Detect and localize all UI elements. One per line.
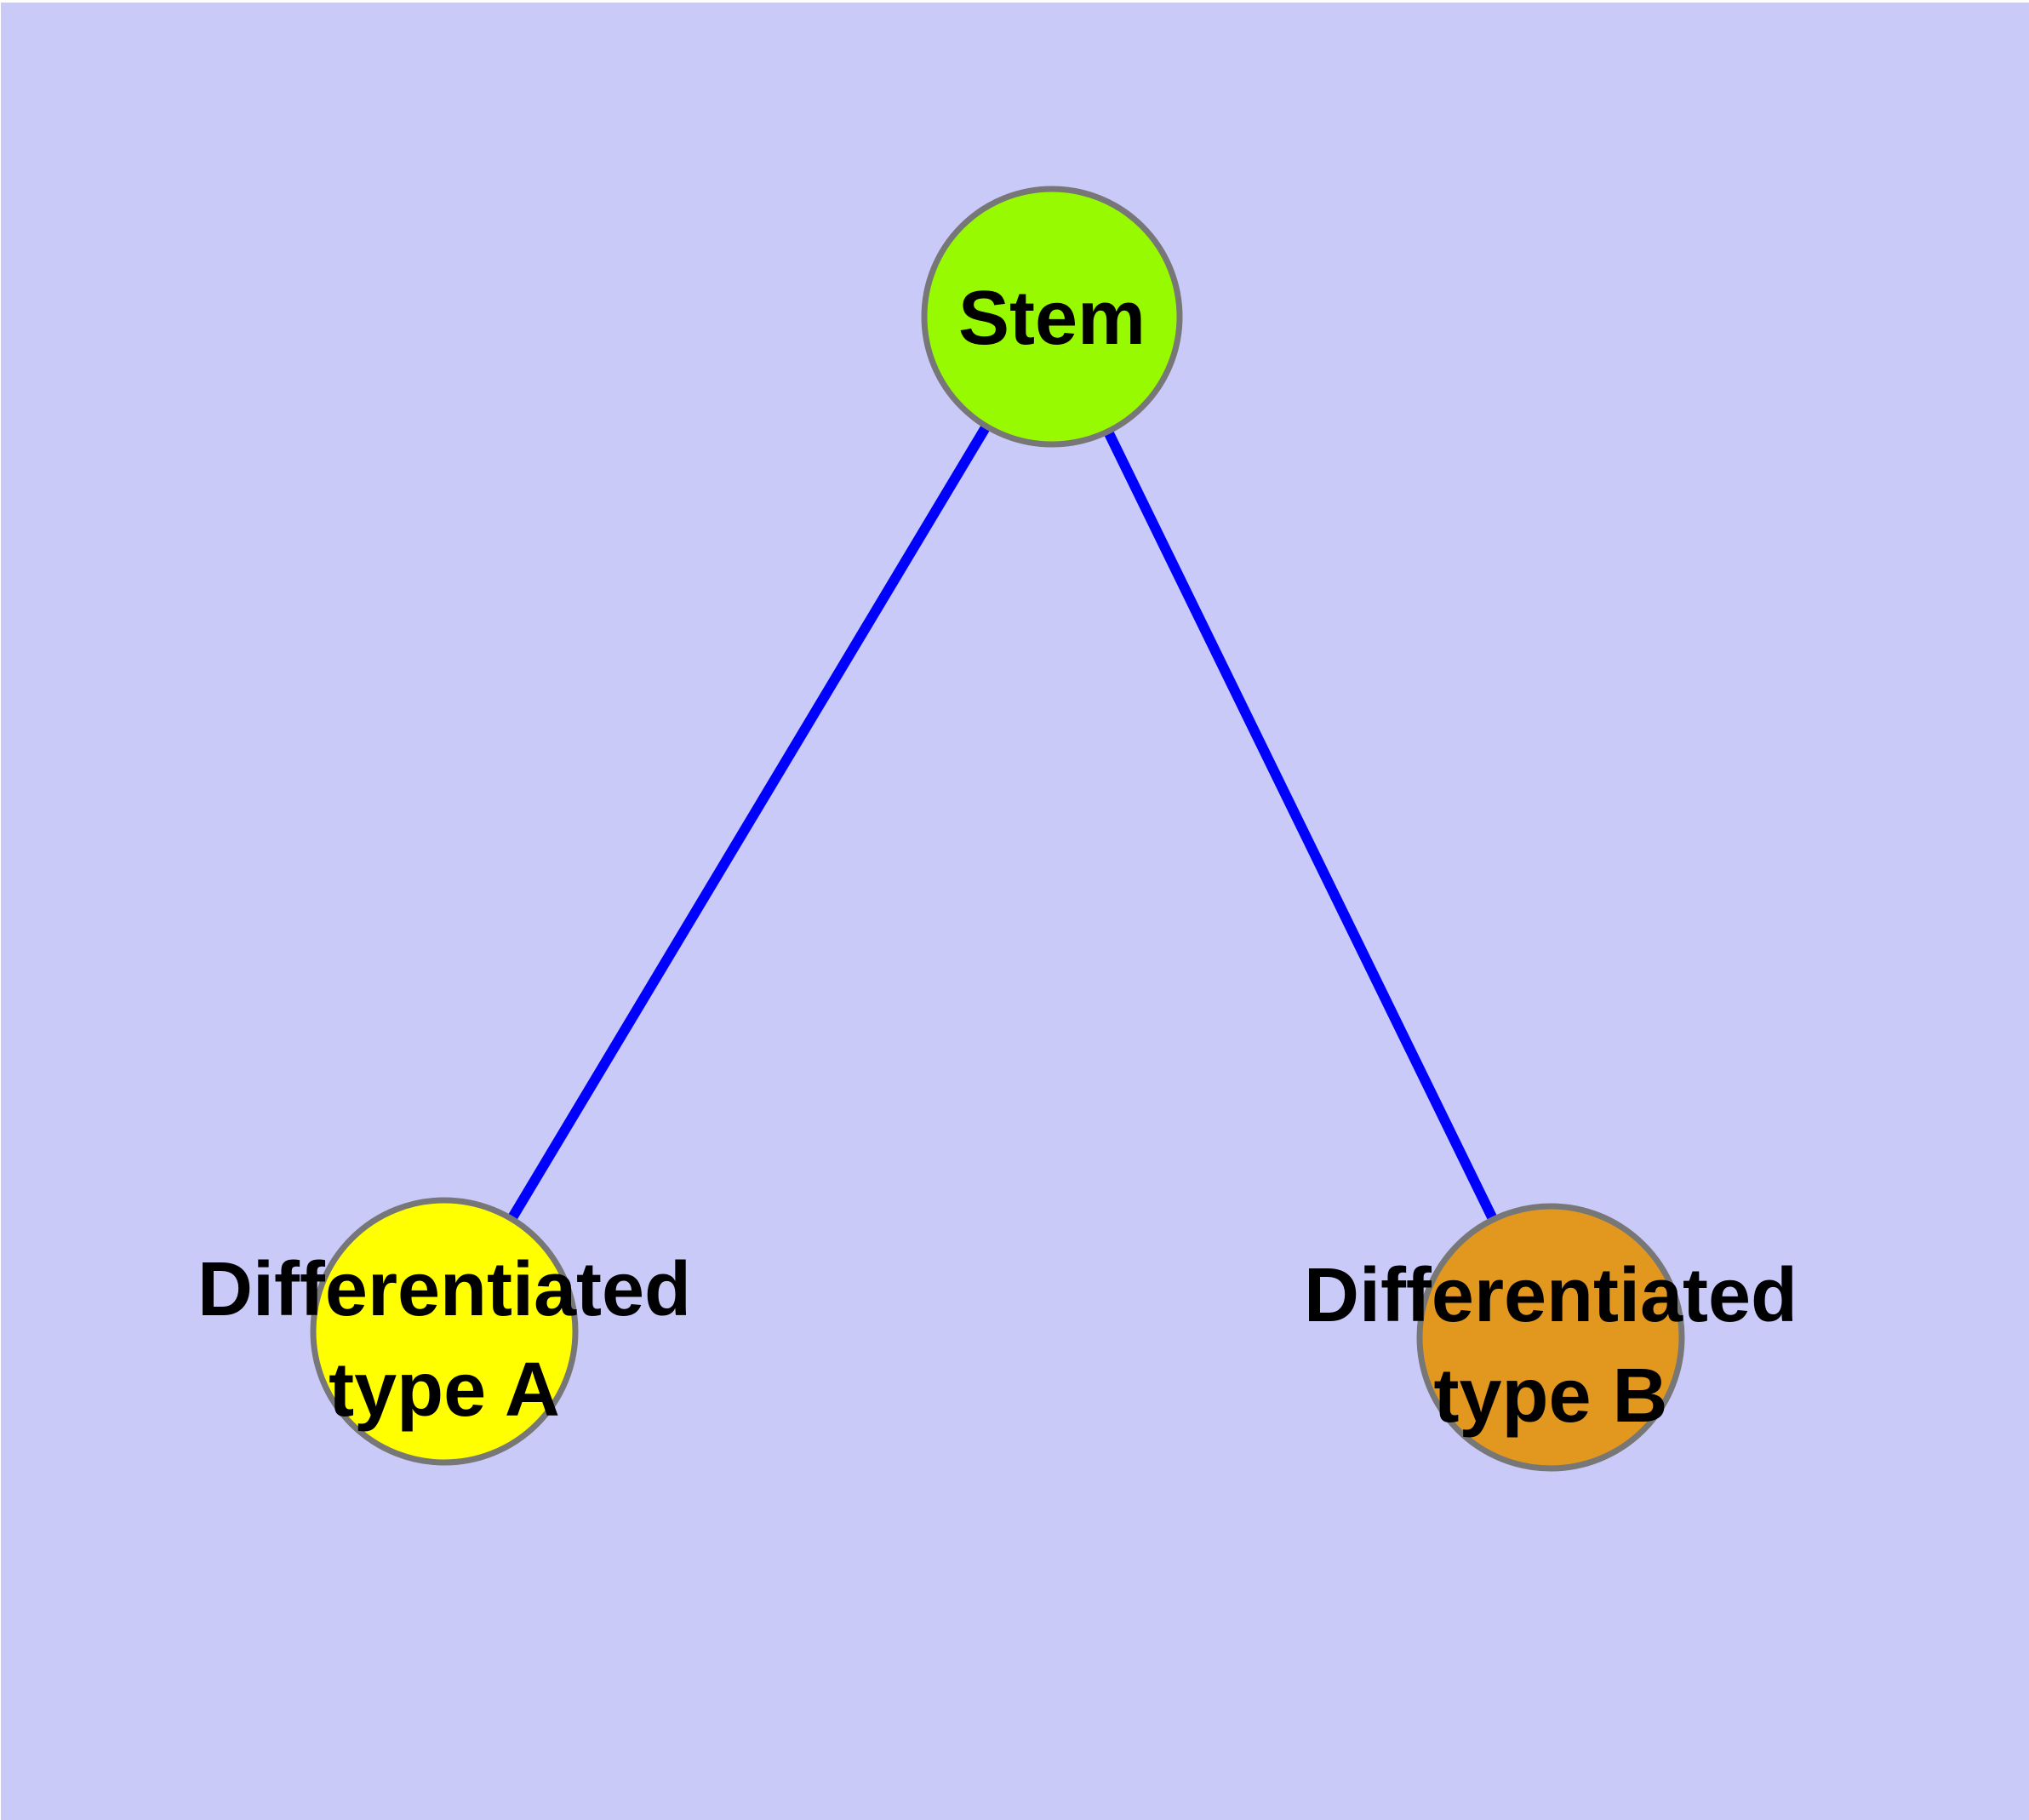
edge-stem-typea [439, 313, 1057, 1335]
node-differentiated-type-a [310, 1197, 579, 1466]
node-stem-label: Stem [958, 276, 1146, 361]
node-differentiated-type-b [1416, 1203, 1685, 1472]
node-type-a-label-line1: Differentiated [197, 1247, 691, 1332]
edge-stem-typeb [1047, 314, 1556, 1340]
node-type-b-label-line2: type B [1433, 1354, 1667, 1439]
node-stem [921, 186, 1183, 448]
node-type-a-label-line2: type A [329, 1348, 560, 1433]
node-type-b-label-line1: Differentiated [1304, 1253, 1798, 1338]
